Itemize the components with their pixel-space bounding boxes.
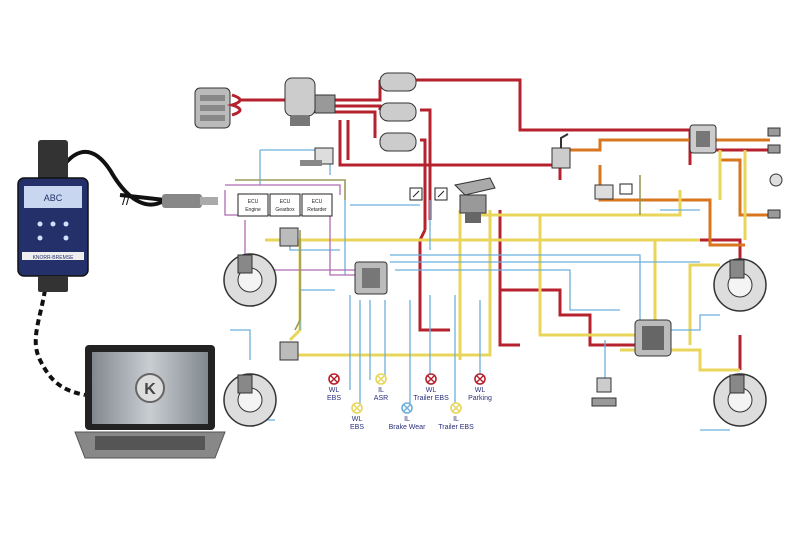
load-sensor xyxy=(591,377,617,407)
ecu-engine-title: ECU xyxy=(248,199,259,205)
air-tank-1 xyxy=(379,72,417,92)
lamp-function-label: ASR xyxy=(374,395,388,402)
trailer-couplings xyxy=(767,127,783,219)
front-modulator-upper xyxy=(279,227,299,247)
yellow-lines xyxy=(265,150,747,372)
central-ebs-module xyxy=(354,261,388,295)
hand-brake-valve xyxy=(551,133,571,169)
blue-lines xyxy=(230,149,730,431)
lamp-function-label: Trailer EBS xyxy=(413,395,449,402)
ecu-group: ECU Engine ECU Gearbox ECU Retarder xyxy=(237,193,333,217)
lamp-function-label: EBS xyxy=(350,424,364,431)
air-tank-2 xyxy=(379,102,417,122)
lamp-function-label: Trailer EBS xyxy=(438,424,474,431)
lamp-function-label: Brake Wear xyxy=(389,424,426,431)
diagnostic-device[interactable]: ABC KNORR-BREMSE xyxy=(17,140,89,292)
compressor xyxy=(194,87,242,129)
laptop-logo: K xyxy=(144,381,156,398)
relay-valve xyxy=(594,183,633,200)
front-modulator-lower xyxy=(279,341,299,361)
device-brand: KNORR-BREMSE xyxy=(33,255,75,261)
rear-axle-modulator xyxy=(634,319,672,357)
switch-1 xyxy=(409,187,423,201)
svg-text://: // xyxy=(122,192,130,208)
lamp-type-label: WL xyxy=(426,387,437,394)
ecu-gearbox[interactable]: ECU Gearbox xyxy=(269,193,301,217)
pressure-valve-front xyxy=(300,147,334,166)
lamp-type-label: WL xyxy=(329,387,340,394)
switch-2 xyxy=(434,187,448,201)
air-tank-3 xyxy=(379,132,417,152)
diagnostic-cable xyxy=(33,149,167,397)
wheel-front-right xyxy=(713,258,767,312)
lamp-function-label: Parking xyxy=(468,395,492,402)
lamp-type-label: IL xyxy=(378,387,384,394)
olive-lines xyxy=(235,175,641,331)
lamp-type-label: WL xyxy=(352,416,363,423)
lamp-type-label: WL xyxy=(475,387,486,394)
ecu-engine-sub: Engine xyxy=(245,207,261,213)
diagnostic-connector: // xyxy=(119,192,218,208)
lamp-type-label: IL xyxy=(404,416,410,423)
laptop[interactable]: K xyxy=(74,345,226,459)
ecu-gearbox-title: ECU xyxy=(280,199,291,205)
ecu-engine[interactable]: ECU Engine xyxy=(237,193,269,217)
wheel-rear-left xyxy=(223,373,277,427)
ecu-retarder-title: ECU xyxy=(312,199,323,205)
lamp-function-label: EBS xyxy=(327,395,341,402)
trailer-control-valve xyxy=(689,124,717,154)
red-supply-lines xyxy=(240,78,770,370)
air-dryer xyxy=(284,77,336,126)
ecu-retarder[interactable]: ECU Retarder xyxy=(301,193,333,217)
brake-pedal xyxy=(453,177,496,223)
device-screen-label: ABC xyxy=(44,193,63,203)
ecu-gearbox-sub: Gearbox xyxy=(275,207,295,213)
wheel-front-left xyxy=(223,253,277,307)
lamp-type-label: IL xyxy=(453,416,459,423)
ecu-retarder-sub: Retarder xyxy=(307,207,327,213)
wheel-rear-right xyxy=(713,373,767,427)
